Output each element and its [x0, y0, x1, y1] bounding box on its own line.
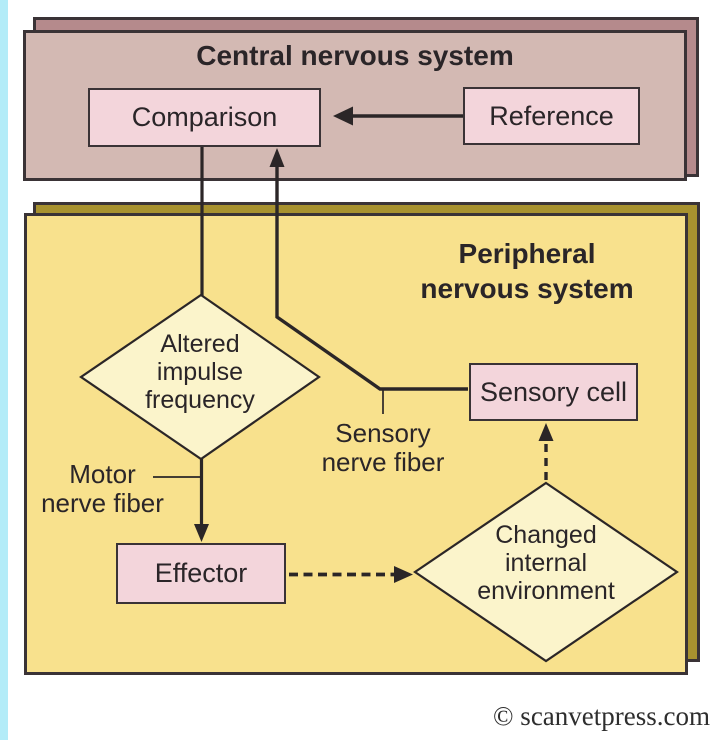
motor-nerve-fiber-label: Motor nerve fiber	[25, 460, 180, 518]
altered-impulse-label: Altered impulse frequency	[115, 330, 285, 414]
comparison-label: Comparison	[131, 102, 278, 132]
effector-label: Effector	[154, 558, 248, 588]
reference-box: Reference	[463, 87, 640, 145]
changed-environment-diamond	[413, 481, 679, 663]
changed-line1: Changed	[495, 521, 597, 549]
sensory-nerve-fiber-label: Sensory nerve fiber	[300, 419, 466, 477]
sensory-to-comparison-line	[275, 165, 468, 391]
pns-title-line1: Peripheral	[458, 238, 596, 269]
comparison-arrowhead-icon	[269, 148, 285, 167]
altered-line2: impulse	[156, 358, 244, 386]
reference-label: Reference	[489, 100, 614, 131]
changed-environment-label: Changed internal environment	[451, 521, 641, 605]
sensory-cell-arrowhead-icon	[538, 423, 554, 441]
changed-arrowhead-icon	[394, 566, 413, 583]
sensory-label-line2: nerve fiber	[321, 447, 445, 477]
pns-title: Peripheral nervous system	[367, 236, 687, 306]
sensory-cell-box: Sensory cell	[469, 363, 638, 421]
changed-line2: internal	[505, 549, 587, 577]
motor-label-line2: nerve fiber	[41, 488, 164, 518]
sensory-label-line1: Sensory	[335, 418, 431, 448]
altered-line1: Altered	[160, 330, 240, 358]
effector-box: Effector	[116, 543, 286, 604]
comparison-box: Comparison	[88, 88, 321, 147]
reference-arrowhead-icon	[333, 106, 353, 126]
altered-line3: frequency	[145, 386, 255, 414]
left-accent-strip	[0, 0, 8, 740]
effector-arrowhead-icon	[194, 524, 209, 542]
motor-label-line1: Motor	[69, 459, 136, 489]
cns-title: Central nervous system	[196, 40, 514, 71]
pns-title-line2: nervous system	[420, 273, 634, 304]
sensory-cell-label: Sensory cell	[479, 376, 628, 407]
copyright-text: © scanvetpress.com	[493, 701, 710, 731]
changed-line3: environment	[477, 577, 615, 605]
